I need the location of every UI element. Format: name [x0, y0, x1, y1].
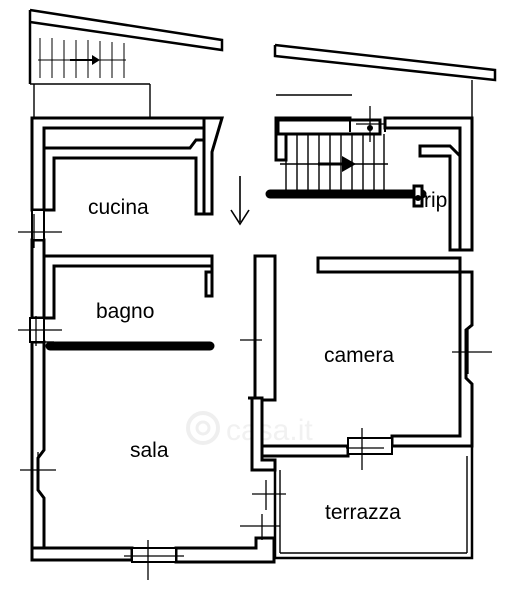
- exterior-walls: [30, 116, 474, 564]
- watermark-logo: casa.it: [186, 411, 313, 447]
- room-label-rip: rip.: [424, 189, 453, 212]
- room-label-camera: camera: [324, 344, 394, 367]
- room-label-terrazza: terrazza: [325, 501, 401, 524]
- camera-terrazza-wall: [260, 437, 393, 458]
- room-label-sala: sala: [130, 439, 169, 462]
- interior-walls: [42, 116, 462, 351]
- arrow-right-icon: [70, 55, 100, 65]
- arrow-down-icon: [230, 176, 250, 226]
- arrow-right-icon: [318, 156, 356, 172]
- svg-text:casa.it: casa.it: [226, 414, 313, 447]
- room-label-bagno: bagno: [96, 300, 154, 323]
- detail-dots: [206, 195, 421, 350]
- window-markers: [18, 106, 492, 580]
- terrazza-border: [273, 446, 474, 560]
- staircase: [276, 118, 388, 190]
- room-label-cucina: cucina: [88, 196, 149, 219]
- upper-right-roof: [273, 43, 497, 118]
- upper-stair-block: [28, 8, 224, 118]
